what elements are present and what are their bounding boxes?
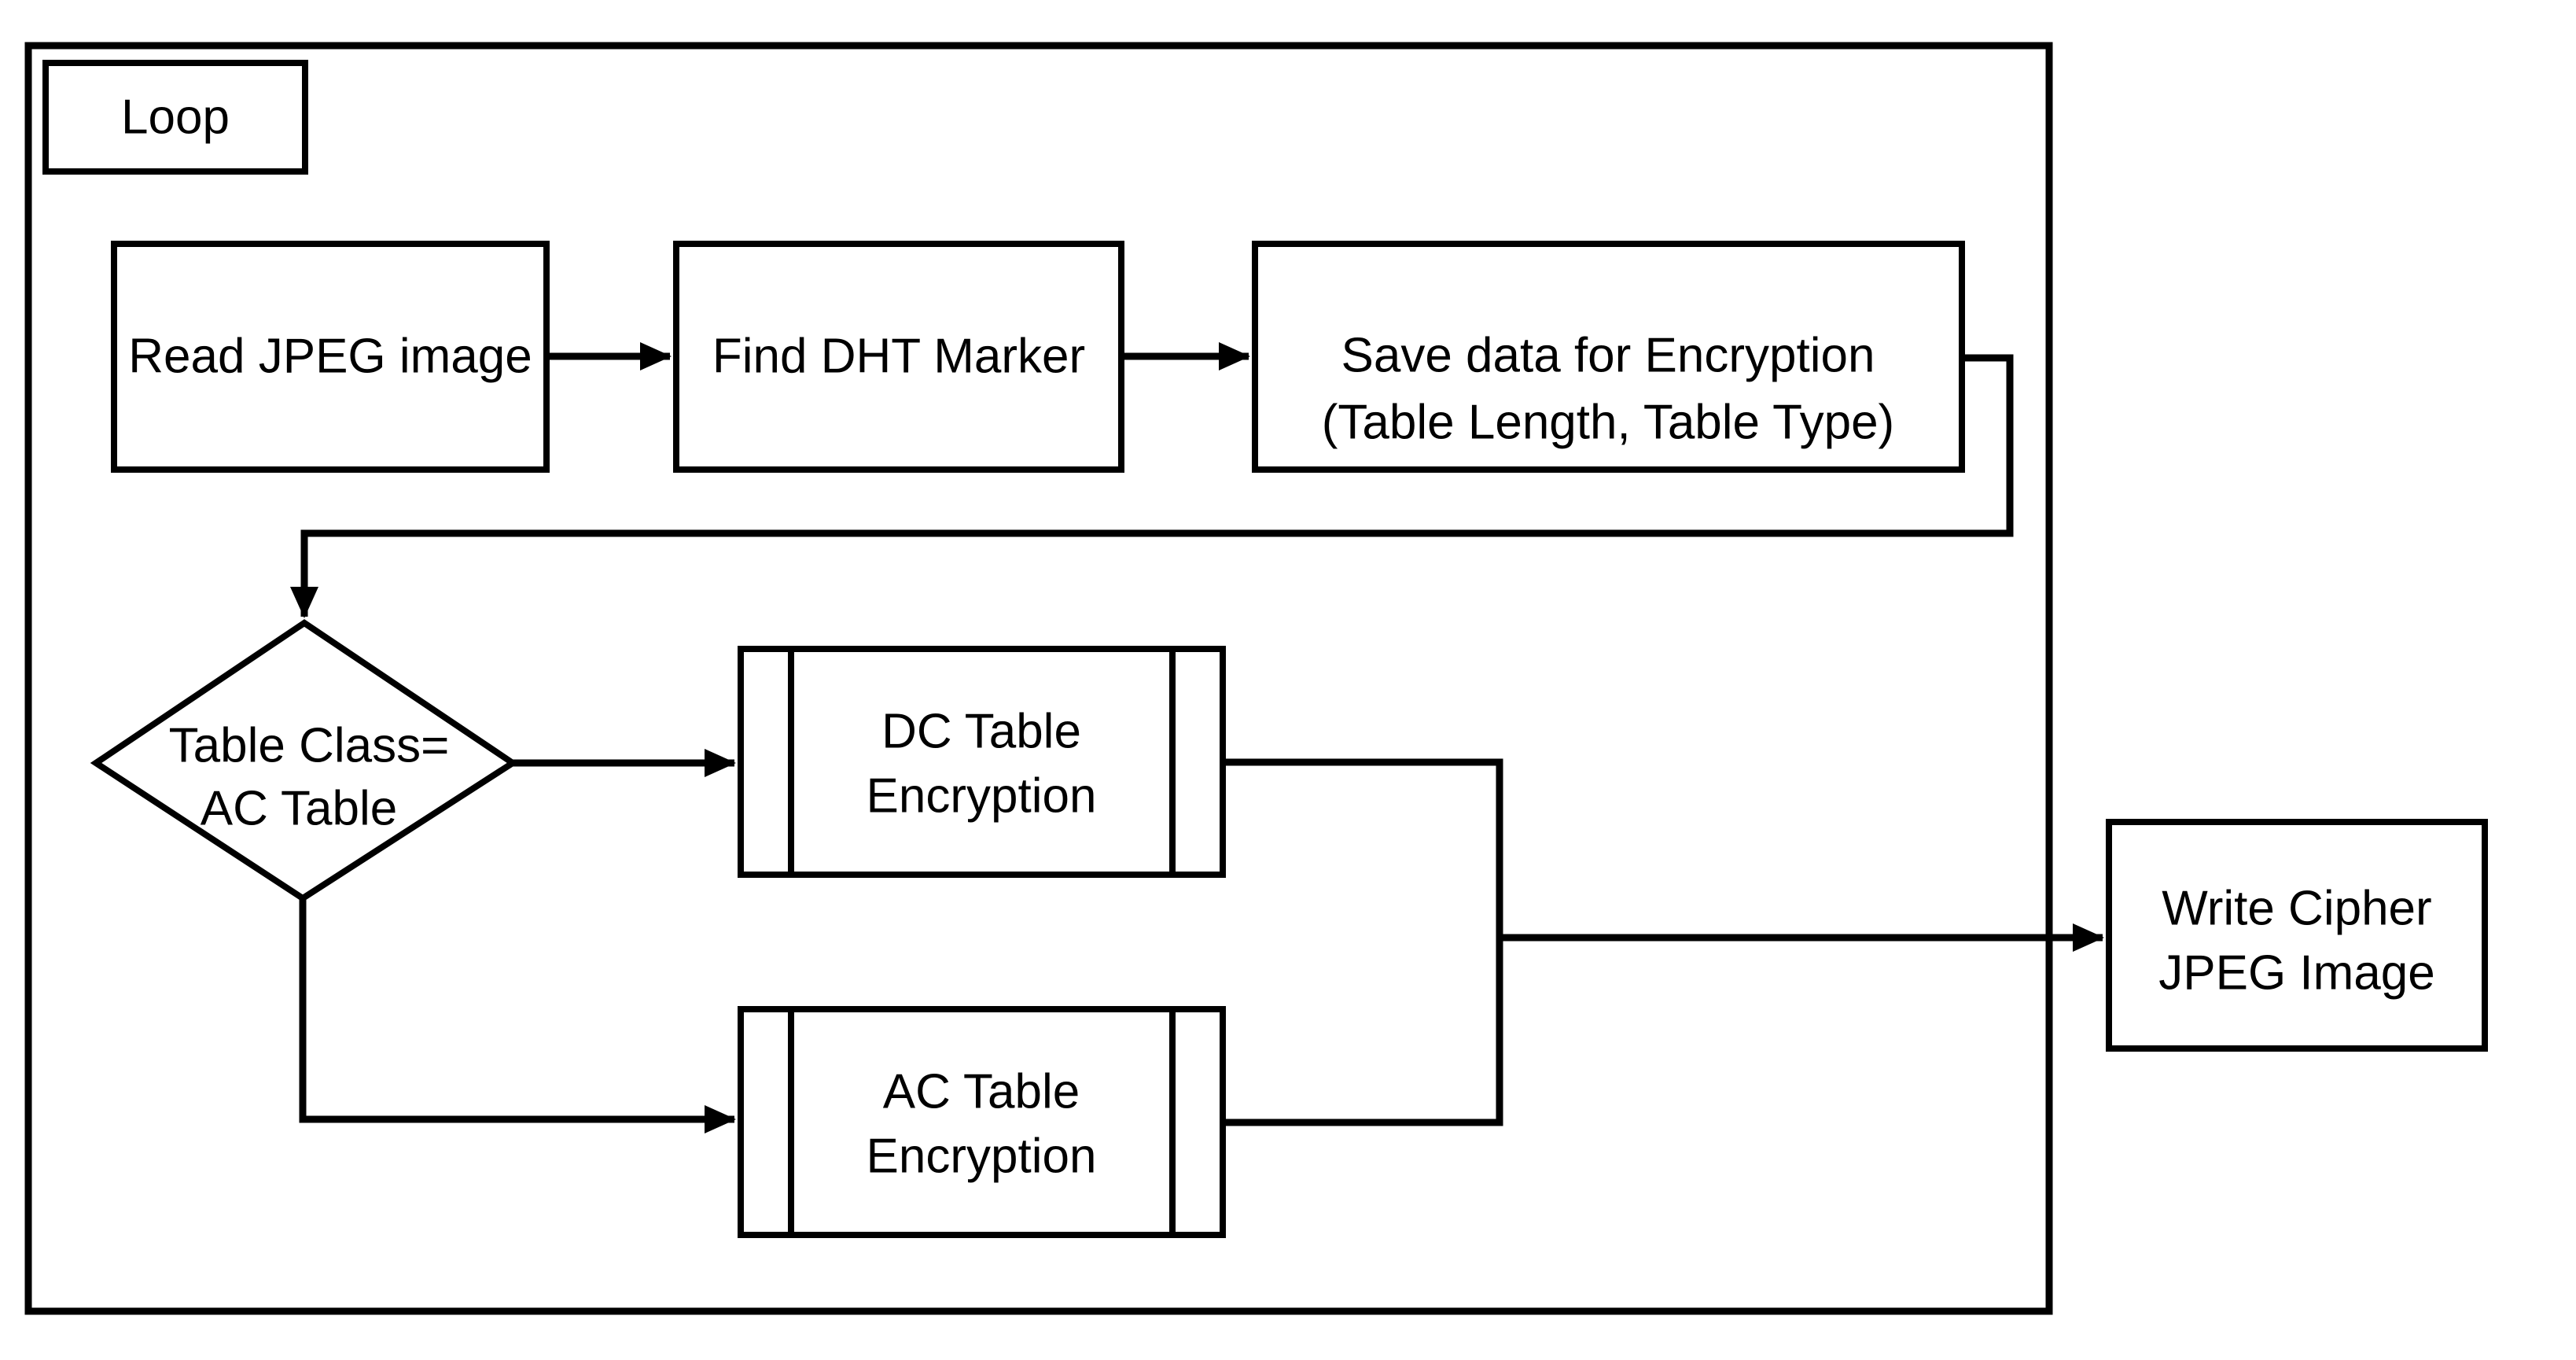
process-save-data-label-line1: Save data for Encryption: [1341, 329, 1875, 383]
process-read-jpeg-label: Read JPEG image: [128, 330, 532, 384]
process-find-dht-label: Find DHT Marker: [712, 330, 1085, 384]
process-save-data-box: [1252, 241, 1965, 473]
subroutine-ac-table-box: [738, 1006, 1226, 1238]
process-write-cipher-box: [2106, 819, 2488, 1052]
process-write-cipher-label-line2: JPEG Image: [2158, 946, 2434, 1001]
loop-label: Loop: [121, 90, 230, 145]
loop-label-box: [42, 60, 308, 175]
process-save-data-label-line2: (Table Length, Table Type): [1322, 396, 1894, 450]
decision-table-class-diamond: [90, 619, 519, 902]
process-write-cipher-label-line1: Write Cipher: [2162, 882, 2431, 936]
subroutine-dc-table-label-line2: Encryption: [867, 769, 1097, 824]
subroutine-ac-table-label-line1: AC Table: [883, 1065, 1080, 1119]
subroutine-dc-table-box: [738, 646, 1226, 878]
subroutine-dc-table-label-line1: DC Table: [881, 705, 1081, 759]
arrow-save-to-decision: [290, 354, 2014, 618]
decision-table-class-label-line2: AC Table: [201, 782, 397, 836]
arrow-decision-to-ac: [299, 898, 736, 1133]
decision-table-class-label-line1: Table Class=: [169, 719, 450, 773]
loop-container-box: [24, 42, 2053, 1315]
process-read-jpeg-box: [111, 241, 550, 473]
subroutine-ac-table-label-line2: Encryption: [867, 1130, 1097, 1184]
merge-connector-dc-ac: [1223, 758, 1503, 1126]
process-find-dht-box: [673, 241, 1124, 473]
